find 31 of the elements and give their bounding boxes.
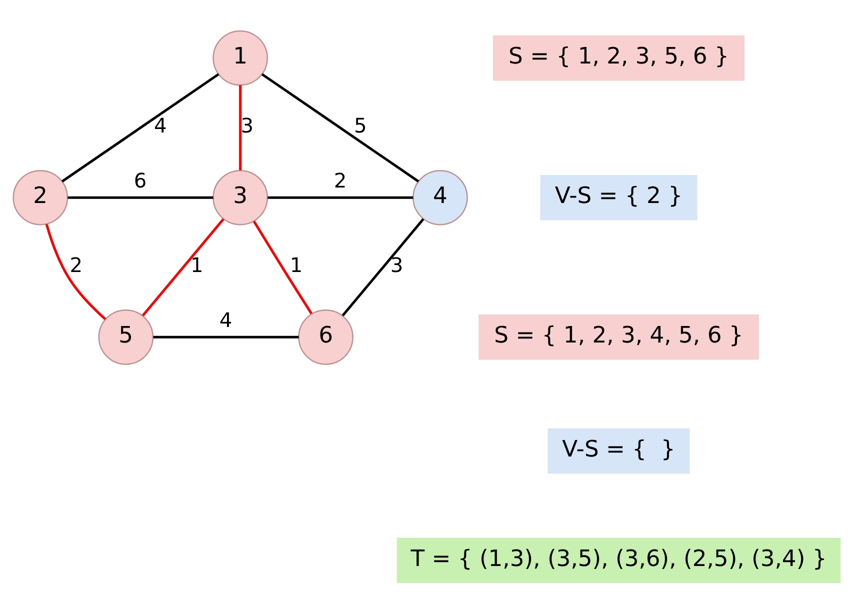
label: V-S = { 2 } <box>554 182 683 209</box>
edge-label: 4 <box>219 307 232 332</box>
label: S = { 1, 2, 3, 5, 6 } <box>508 43 729 70</box>
connector <box>239 84 242 170</box>
edge-label: 2 <box>334 168 347 192</box>
connector <box>268 196 414 198</box>
edge-label: 3 <box>390 252 404 277</box>
connector <box>252 220 313 314</box>
connector <box>61 72 220 182</box>
connector <box>68 196 214 198</box>
label: T = { (1,3), (3,5), (3,6), (2,5), (3,4) } <box>410 545 827 572</box>
node-circle: 3 <box>212 169 268 225</box>
edge-label: 2 <box>70 252 83 277</box>
connector <box>342 218 424 316</box>
node-circle: 4 <box>412 169 468 225</box>
node-circle: 6 <box>298 309 354 364</box>
label: S = { 1, 2, 3, 4, 5, 6 } <box>494 322 744 348</box>
connector <box>153 335 299 338</box>
edge-label: 5 <box>354 113 367 138</box>
node-circle: 5 <box>98 309 154 364</box>
edge-label: 1 <box>290 252 303 277</box>
connector <box>261 72 420 182</box>
label: V-S = { } <box>562 436 676 462</box>
node-circle: 2 <box>12 169 68 225</box>
edge-label: 3 <box>240 113 254 138</box>
edge-label: 4 <box>154 113 167 138</box>
connector <box>45 223 106 320</box>
edge-label: 1 <box>190 252 204 277</box>
edge-label: 6 <box>134 168 147 192</box>
node-circle: 1 <box>212 30 268 86</box>
connector <box>142 218 224 316</box>
